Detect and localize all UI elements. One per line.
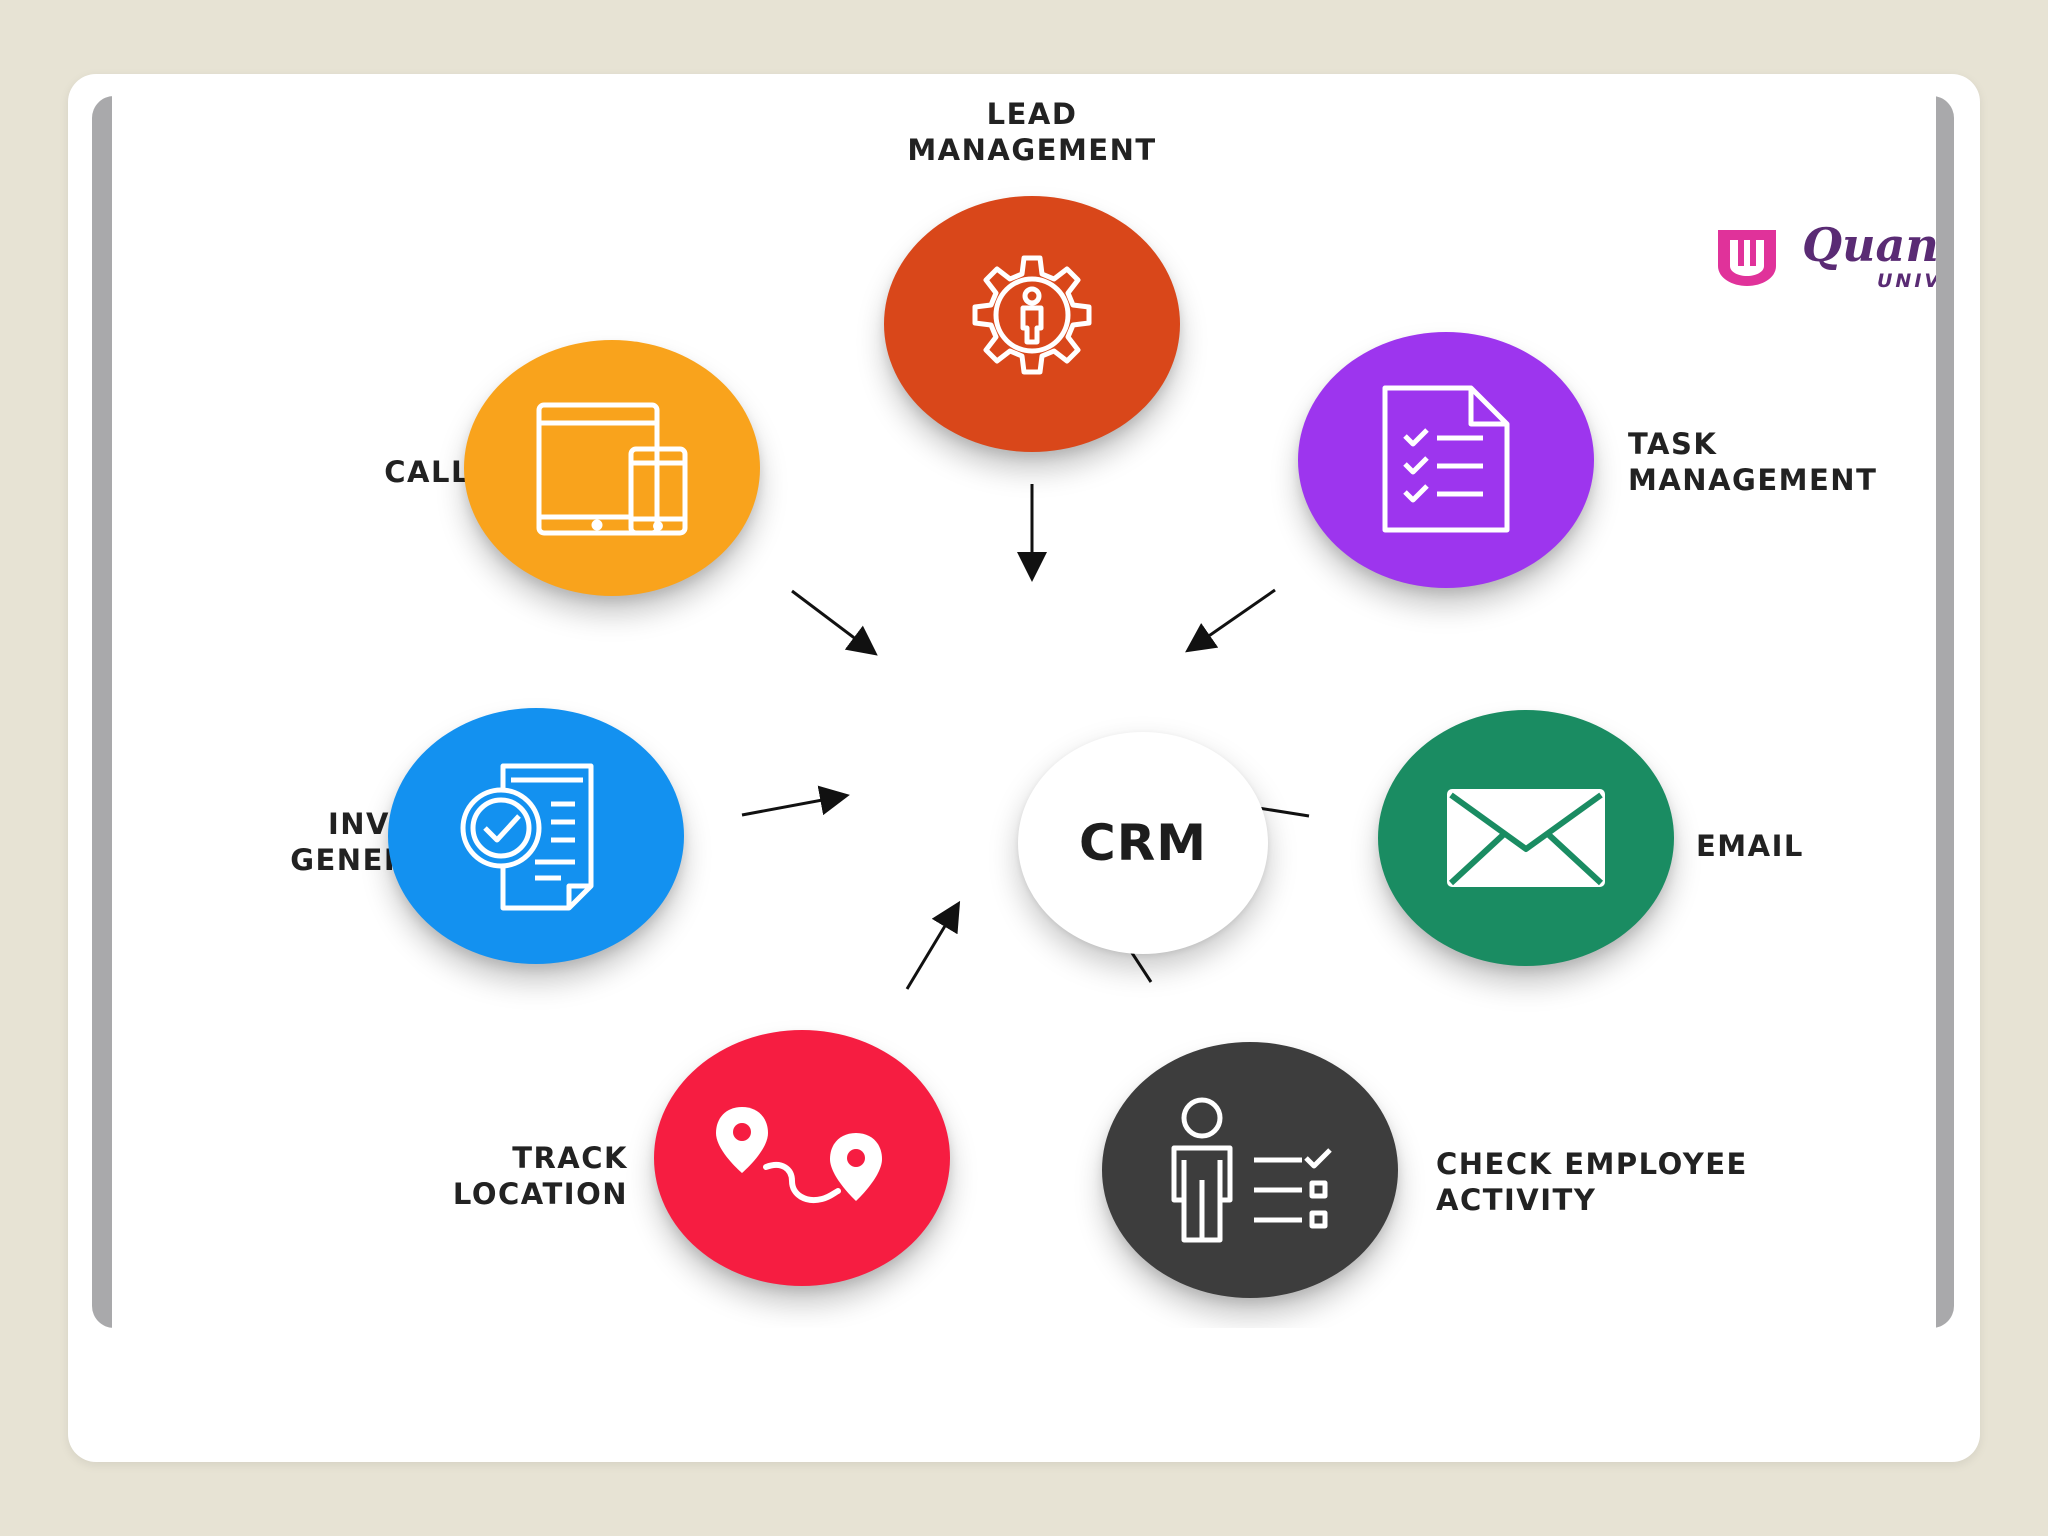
gear-person-icon [972, 255, 1092, 375]
label-check-employee-activity: CHECK EMPLOYEE ACTIVITY [1436, 1147, 1748, 1217]
label-lead-management: LEAD MANAGEMENT [907, 97, 1157, 167]
invoice-check-icon [460, 763, 594, 911]
arrow-invoice-to-crm [741, 785, 850, 817]
checklist-document-icon [1382, 385, 1510, 533]
tablet-phone-icon [536, 402, 688, 536]
arrow-track-to-crm [905, 900, 961, 990]
label-track-location: TRACK LOCATION [452, 1141, 628, 1211]
node-email [1378, 710, 1674, 966]
node-invoice-generate [388, 708, 684, 964]
node-track-location [654, 1030, 950, 1286]
label-task-management: TASK MANAGEMENT [1628, 427, 1878, 497]
location-route-icon [716, 1107, 882, 1203]
node-task-management [1298, 332, 1594, 588]
node-check-employee-activity [1102, 1042, 1398, 1298]
crm-label: CRM [1079, 814, 1207, 872]
logo-subtitle: UNIVERSITY [1877, 270, 1936, 292]
quantum-university-logo: Quantum UNIVERSITY [1712, 214, 1936, 294]
quantum-shield-icon [1718, 230, 1776, 286]
crm-diagram: LEAD MANAGEMENT CALL APP [112, 96, 1936, 1328]
logo-name: Quantum [1802, 218, 1936, 272]
node-lead-management [884, 196, 1180, 452]
arrow-task-to-crm [1185, 588, 1276, 653]
person-checklist-icon [1171, 1097, 1332, 1243]
label-email: EMAIL [1696, 829, 1804, 863]
arrow-call-to-crm [791, 589, 878, 656]
crm-hub: CRM [1018, 732, 1268, 954]
node-call-app [464, 340, 760, 596]
envelope-icon [1447, 789, 1605, 887]
